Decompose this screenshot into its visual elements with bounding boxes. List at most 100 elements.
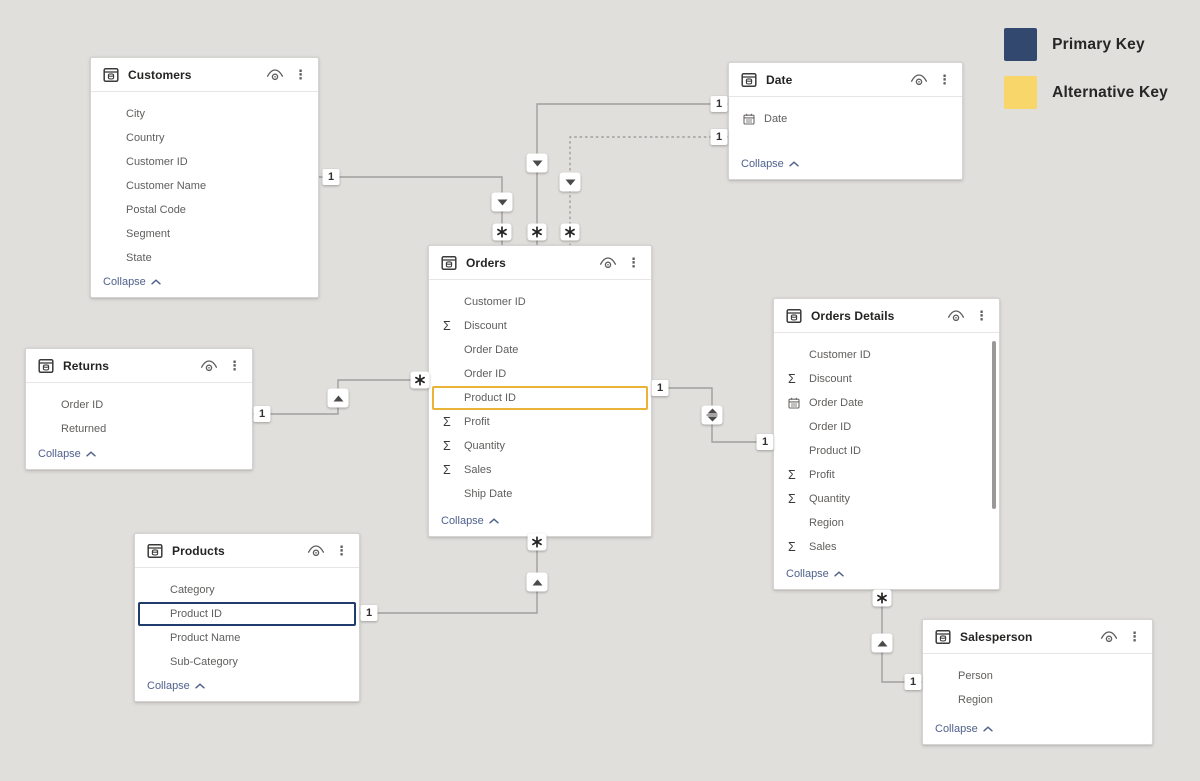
field-state[interactable]: State — [91, 246, 318, 270]
filter-direction-down-icon[interactable] — [559, 172, 581, 192]
table-header: Products⋮ — [135, 534, 359, 568]
eye-icon[interactable] — [1100, 630, 1118, 644]
field-customer-id[interactable]: Customer ID — [429, 290, 651, 314]
field-product-id[interactable]: Product ID — [774, 439, 999, 463]
filter-direction-down-icon[interactable] — [526, 153, 548, 173]
collapse-toggle[interactable]: Collapse — [429, 509, 651, 536]
field-product-name[interactable]: Product Name — [135, 626, 359, 650]
relationship-line-products-orders[interactable] — [360, 535, 538, 614]
cardinality-one-badge[interactable]: 1 — [360, 605, 378, 621]
field-product-id[interactable]: Product ID — [429, 386, 651, 410]
more-options-icon[interactable]: ⋮ — [938, 72, 951, 87]
field-region[interactable]: Region — [923, 688, 1152, 712]
field-person[interactable]: Person — [923, 664, 1152, 688]
eye-icon[interactable] — [599, 256, 617, 270]
field-label: Discount — [809, 373, 852, 385]
field-label: Sales — [464, 464, 492, 476]
field-label: Segment — [126, 228, 171, 240]
filter-direction-both-icon[interactable] — [701, 405, 723, 425]
eye-icon[interactable] — [910, 73, 928, 87]
more-options-icon[interactable]: ⋮ — [627, 255, 640, 270]
cardinality-many-badge[interactable] — [560, 223, 580, 241]
cardinality-one-badge[interactable]: 1 — [710, 129, 728, 145]
collapse-toggle[interactable]: Collapse — [135, 674, 359, 701]
filter-direction-down-icon[interactable] — [491, 192, 513, 212]
field-order-date[interactable]: Order Date — [429, 338, 651, 362]
relationship-line-date-orders[interactable] — [569, 136, 728, 246]
cardinality-one-badge[interactable]: 1 — [651, 380, 669, 396]
field-order-id[interactable]: Order ID — [429, 362, 651, 386]
field-returned[interactable]: Returned — [26, 417, 252, 441]
field-customer-id[interactable]: Customer ID — [774, 343, 999, 367]
cardinality-many-badge[interactable] — [492, 223, 512, 241]
collapse-toggle[interactable]: Collapse — [774, 562, 999, 589]
field-order-id[interactable]: Order ID — [774, 415, 999, 439]
chevron-up-icon — [195, 683, 205, 689]
field-order-id[interactable]: Order ID — [26, 393, 252, 417]
field-category[interactable]: Category — [135, 578, 359, 602]
filter-direction-up-icon[interactable] — [327, 388, 349, 408]
relationship-line-date-orders[interactable] — [536, 103, 728, 246]
cardinality-many-badge[interactable] — [872, 589, 892, 607]
more-options-icon[interactable]: ⋮ — [1128, 629, 1141, 644]
field-date[interactable]: Date — [729, 107, 962, 131]
field-region[interactable]: Region — [774, 511, 999, 535]
more-options-icon[interactable]: ⋮ — [294, 67, 307, 82]
eye-icon[interactable] — [200, 359, 218, 373]
more-options-icon[interactable]: ⋮ — [975, 308, 988, 323]
field-product-id[interactable]: Product ID — [135, 602, 359, 626]
more-options-icon[interactable]: ⋮ — [228, 358, 241, 373]
chevron-up-icon — [834, 571, 844, 577]
collapse-toggle[interactable]: Collapse — [729, 152, 962, 179]
cardinality-one-badge[interactable]: 1 — [253, 406, 271, 422]
cardinality-one-badge[interactable]: 1 — [756, 434, 774, 450]
field-customer-id[interactable]: Customer ID — [91, 150, 318, 174]
field-ship-date[interactable]: Ship Date — [429, 482, 651, 506]
sigma-icon: Σ — [443, 414, 451, 429]
field-customer-name[interactable]: Customer Name — [91, 174, 318, 198]
scrollbar-thumb[interactable] — [992, 341, 996, 509]
field-label: Customer ID — [464, 296, 526, 308]
relationship-line-customers-orders[interactable] — [319, 176, 503, 246]
cardinality-one-badge[interactable]: 1 — [710, 96, 728, 112]
cardinality-many-badge[interactable] — [527, 533, 547, 551]
eye-icon[interactable] — [307, 544, 325, 558]
cardinality-one-badge[interactable]: 1 — [904, 674, 922, 690]
collapse-toggle[interactable]: Collapse — [923, 717, 1152, 744]
eye-icon[interactable] — [947, 309, 965, 323]
more-options-icon[interactable]: ⋮ — [335, 543, 348, 558]
table-header: Returns⋮ — [26, 349, 252, 383]
cardinality-many-badge[interactable] — [527, 223, 547, 241]
eye-icon[interactable] — [266, 68, 284, 82]
field-label: Region — [809, 517, 844, 529]
field-city[interactable]: City — [91, 102, 318, 126]
table-icon — [103, 67, 119, 83]
field-order-date[interactable]: Order Date — [774, 391, 999, 415]
field-sub-category[interactable]: Sub-Category — [135, 650, 359, 674]
filter-direction-up-icon[interactable] — [526, 572, 548, 592]
collapse-toggle[interactable]: Collapse — [26, 442, 252, 469]
field-segment[interactable]: Segment — [91, 222, 318, 246]
filter-direction-up-icon[interactable] — [871, 633, 893, 653]
cardinality-one-badge[interactable]: 1 — [322, 169, 340, 185]
field-postal-code[interactable]: Postal Code — [91, 198, 318, 222]
collapse-toggle[interactable]: Collapse — [91, 270, 318, 297]
field-country[interactable]: Country — [91, 126, 318, 150]
cardinality-many-badge[interactable] — [410, 371, 430, 389]
